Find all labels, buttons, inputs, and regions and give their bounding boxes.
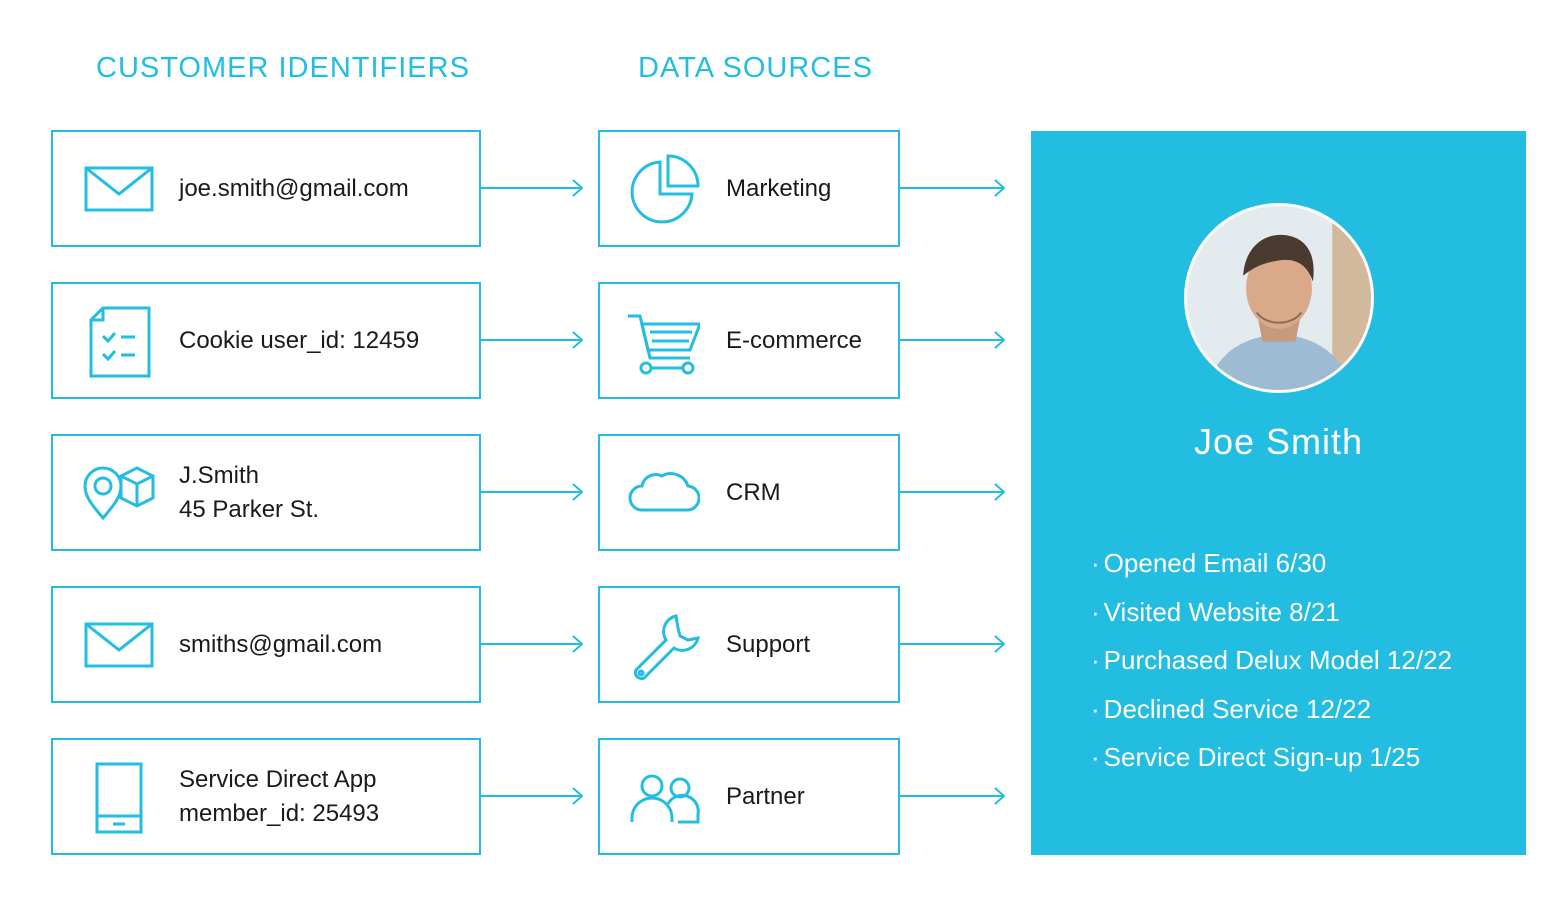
identifier-label: J.Smith 45 Parker St. <box>179 461 320 523</box>
cloud-icon <box>628 472 700 512</box>
avatar <box>1184 203 1374 393</box>
people-icon <box>630 774 700 824</box>
shopping-cart-icon <box>628 314 700 375</box>
wrench-icon <box>633 614 700 681</box>
source-box-support: Support <box>598 586 900 703</box>
arrow-connector <box>481 179 584 197</box>
source-label: Marketing <box>726 174 832 202</box>
identifier-box-email: joe.smith@gmail.com <box>51 130 481 247</box>
mobile-phone-icon <box>95 762 143 834</box>
identifier-box-cookie: Cookie user_id: 12459 <box>51 282 481 399</box>
data-sources-heading: DATA SOURCES <box>638 52 873 84</box>
arrow-connector <box>900 787 1006 805</box>
envelope-icon <box>84 166 154 212</box>
pie-chart-icon <box>630 154 700 224</box>
list-item: ·Declined Service 12/22 <box>1091 693 1372 724</box>
list-item: ·Visited Website 8/21 <box>1091 596 1340 627</box>
arrow-connector <box>900 179 1006 197</box>
source-box-marketing: Marketing <box>598 130 900 247</box>
envelope-icon <box>84 622 154 668</box>
source-label: CRM <box>726 478 781 506</box>
arrow-connector <box>481 635 584 653</box>
source-box-crm: CRM <box>598 434 900 551</box>
list-item: ·Purchased Delux Model 12/22 <box>1091 645 1452 675</box>
arrow-connector <box>481 787 584 805</box>
customer-identifiers-heading: CUSTOMER IDENTIFIERS <box>96 52 470 84</box>
location-package-icon <box>83 466 155 521</box>
identifier-label: smiths@gmail.com <box>179 630 383 658</box>
identifier-label: Cookie user_id: 12459 <box>179 326 420 354</box>
arrow-connector <box>900 635 1006 653</box>
list-item: ·Service Direct Sign-up 1/25 <box>1091 742 1421 772</box>
source-box-partner: Partner <box>598 738 900 855</box>
arrow-connector <box>481 483 584 501</box>
arrow-connector <box>900 483 1006 501</box>
source-label: E-commerce <box>726 326 863 354</box>
source-label: Partner <box>726 782 805 810</box>
customer-name: Joe Smith <box>1193 421 1364 462</box>
activity-list: ·Opened Email 6/30 ·Visited Website 8/21… <box>1091 539 1452 782</box>
checklist-document-icon <box>89 306 151 378</box>
identifier-box-email-2: smiths@gmail.com <box>51 586 481 703</box>
identifier-label: Service Direct App member_id: 25493 <box>179 765 380 827</box>
identifier-box-app: Service Direct App member_id: 25493 <box>51 738 481 855</box>
customer-profile-panel: Joe Smith ·Opened Email 6/30 ·Visited We… <box>1031 131 1526 855</box>
identifier-box-address: J.Smith 45 Parker St. <box>51 434 481 551</box>
list-item: ·Opened Email 6/30 <box>1091 548 1327 578</box>
source-box-ecommerce: E-commerce <box>598 282 900 399</box>
source-label: Support <box>726 630 811 658</box>
identifier-label: joe.smith@gmail.com <box>179 174 409 202</box>
arrow-connector <box>900 331 1006 349</box>
arrow-connector <box>481 331 584 349</box>
